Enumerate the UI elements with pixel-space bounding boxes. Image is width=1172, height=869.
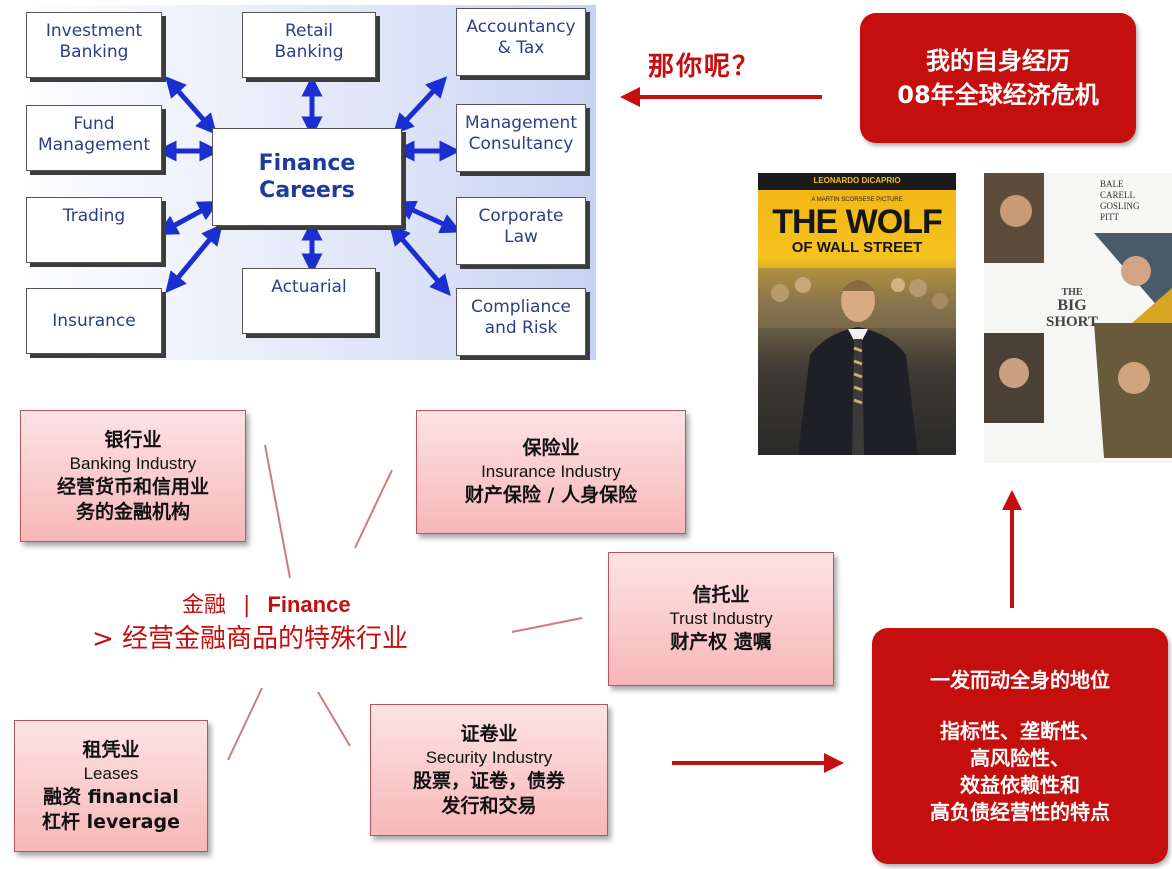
industry-security: 证卷业 Security Industry 股票，证卷，债券 发行和交易	[370, 704, 608, 836]
leases-desc2: 杠杆 leverage	[42, 810, 180, 833]
status-line4: 效益依赖性和	[960, 772, 1080, 797]
arrow-compliance	[389, 224, 451, 296]
poster-short-title: THE BIG SHORT	[1040, 287, 1104, 330]
status-line2: 指标性、垄断性、	[940, 718, 1100, 743]
arrow-accountancy	[392, 76, 448, 135]
poster-short-title2: BIG	[1057, 297, 1087, 314]
insurance-desc1: 财产保险 / 人身保险	[464, 484, 638, 506]
box-retail-banking: Retail Banking	[242, 12, 376, 78]
spoke-trust	[511, 617, 583, 633]
cast-name: GOSLING	[1100, 201, 1140, 211]
spoke-insurance	[354, 469, 393, 549]
question-text: 那你呢？	[648, 52, 761, 82]
box-label: Corporate Law	[478, 206, 564, 247]
experience-line2: 08年全球经济危机	[897, 81, 1099, 109]
finance-center-label: 金融 | Finance > 经营金融商品的特殊行业	[92, 590, 512, 657]
insurance-zh: 保险业	[522, 437, 580, 459]
center-label: Finance Careers	[258, 151, 356, 203]
poster-wolf-title1: THE WOLF	[772, 203, 943, 241]
box-label: Trading	[62, 206, 126, 226]
trust-zh: 信托业	[692, 584, 750, 606]
spoke-security	[317, 691, 351, 747]
box-label: Insurance	[52, 310, 136, 331]
box-label: Fund Management	[38, 114, 150, 155]
box-label: Investment Banking	[45, 21, 143, 62]
security-desc1: 股票，证卷，债券	[412, 769, 565, 792]
status-line5: 高负债经营性的特点	[930, 799, 1110, 824]
industry-leases: 租凭业 Leases 融资 financial 杠杆 leverage	[14, 720, 208, 852]
finance-subtitle: > 经营金融商品的特殊行业	[92, 624, 409, 654]
arrow-insurance	[165, 223, 223, 294]
poster-wolf-of-wall-street: LEONARDO DiCAPRIO A MARTIN SCORSESE PICT…	[758, 173, 956, 455]
poster-short-cast: BALE CARELL GOSLING PITT	[1100, 179, 1140, 223]
box-corporate-law: Corporate Law	[456, 197, 586, 265]
leases-desc1: 融资 financial	[43, 785, 179, 808]
box-insurance: Insurance	[26, 288, 162, 354]
box-label: Accountancy & Tax	[466, 17, 576, 58]
trust-desc1: 财产权 遗嘱	[670, 631, 772, 653]
finance-title-zh: 金融	[182, 593, 227, 618]
poster-wolf-title2: OF WALL STREET	[791, 239, 923, 256]
box-label: Compliance and Risk	[470, 297, 572, 338]
finance-title-en: Finance	[267, 592, 351, 617]
box-label: Actuarial	[271, 277, 347, 297]
banking-zh: 银行业	[104, 428, 162, 451]
box-accountancy-tax: Accountancy & Tax	[456, 8, 586, 76]
poster-short-title1: THE	[1061, 287, 1083, 298]
leases-en: Leases	[83, 763, 139, 783]
industry-trust: 信托业 Trust Industry 财产权 遗嘱	[608, 552, 834, 686]
status-line1: 一发而动全身的地位	[930, 667, 1110, 692]
poster-big-short: BALE CARELL GOSLING PITT THE BIG SHORT	[984, 173, 1172, 463]
poster-wolf-actor: LEONARDO DiCAPRIO	[813, 176, 901, 185]
security-en: Security Industry	[425, 747, 553, 767]
box-label: Retail Banking	[274, 21, 344, 62]
cast-name: CARELL	[1100, 190, 1135, 200]
industry-insurance: 保险业 Insurance Industry 财产保险 / 人身保险	[416, 410, 686, 534]
poster-wolf-figure	[758, 268, 956, 455]
arrow-trading	[156, 200, 220, 236]
cast-name: BALE	[1100, 179, 1124, 189]
insurance-en: Insurance Industry	[481, 462, 621, 481]
trust-en: Trust Industry	[669, 609, 773, 628]
leases-zh: 租凭业	[82, 738, 140, 761]
poster-short-artwork	[984, 173, 1172, 458]
arrow-investment-banking	[165, 76, 217, 135]
banking-en: Banking Industry	[69, 453, 197, 473]
box-investment-banking: Investment Banking	[26, 12, 162, 78]
box-actuarial: Actuarial	[242, 268, 376, 334]
experience-line1: 我的自身经历	[926, 47, 1070, 75]
box-fund-management: Fund Management	[26, 105, 162, 171]
security-zh: 证卷业	[460, 722, 518, 745]
spoke-leases	[227, 687, 263, 761]
status-line3: 高风险性、	[970, 745, 1070, 770]
poster-short-title3: SHORT	[1046, 314, 1098, 330]
spoke-banking	[264, 444, 291, 579]
experience-box: 我的自身经历 08年全球经济危机	[860, 13, 1136, 143]
banking-desc2: 务的金融机构	[75, 500, 190, 523]
finance-title: 金融 | Finance	[92, 590, 512, 621]
box-label: Management Consultancy	[465, 113, 577, 154]
box-compliance-risk: Compliance and Risk	[456, 288, 586, 356]
box-finance-careers: Finance Careers	[212, 128, 402, 226]
box-trading: Trading	[26, 197, 162, 263]
banking-desc1: 经营货币和信用业	[56, 475, 209, 498]
finance-separator: |	[243, 593, 251, 618]
arrow-corporate-law	[394, 200, 462, 234]
industry-banking: 银行业 Banking Industry 经营货币和信用业 务的金融机构	[20, 410, 246, 542]
status-box: 一发而动全身的地位 指标性、垄断性、 高风险性、 效益依赖性和 高负债经营性的特…	[872, 628, 1168, 864]
cast-name: PITT	[1100, 212, 1119, 222]
box-management-consultancy: Management Consultancy	[456, 104, 586, 172]
poster-wolf-director: A MARTIN SCORSESE PICTURE	[811, 197, 903, 203]
security-desc2: 发行和交易	[441, 794, 537, 817]
